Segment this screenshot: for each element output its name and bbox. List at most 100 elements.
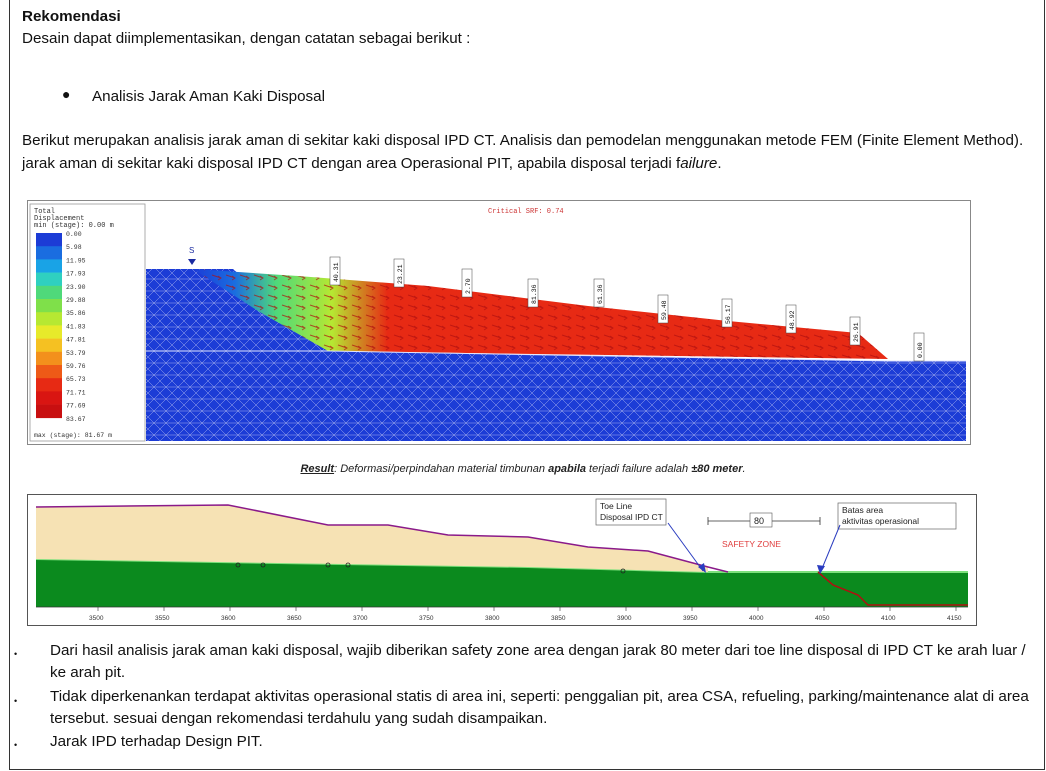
legend-value: 59.76 (66, 363, 86, 370)
displacement-label: 48.92 (785, 304, 797, 334)
legend-swatch (36, 391, 62, 405)
legend-swatch (36, 325, 62, 339)
legend-value: 53.79 (66, 350, 86, 357)
legend-value: 47.81 (66, 337, 86, 344)
legend-color-bar (36, 233, 62, 419)
legend-swatch (36, 338, 62, 353)
x-tick-label: 3600 (221, 615, 236, 622)
legend-value: 41.83 (66, 323, 86, 330)
displacement-label: 2.70 (461, 268, 473, 298)
description-paragraph: Berikut merupakan analisis jarak aman di… (22, 132, 1024, 172)
list-bullet-3: • (14, 740, 18, 750)
toe-line-label-2: Disposal IPD CT (600, 512, 663, 522)
x-tick-label: 3650 (287, 615, 302, 622)
displacement-label: 23.21 (393, 258, 405, 288)
svg-text:0.00: 0.00 (917, 342, 924, 358)
displacement-label: 59.48 (657, 294, 669, 324)
svg-text:61.36: 61.36 (597, 284, 604, 304)
displacement-labels: 40.31 23.21 2.70 81.36 61.36 59.48 56.17 48.92 2… (329, 256, 925, 362)
legend-title-1: Total (34, 208, 55, 216)
legend-swatch (36, 259, 62, 273)
legend-swatch (36, 285, 62, 300)
toe-line-pointer (667, 522, 704, 572)
legend-value: 71.71 (66, 389, 86, 396)
x-tick-label: 4100 (881, 615, 896, 622)
x-tick-label: 3700 (353, 615, 368, 622)
list-bullet-2: • (14, 696, 18, 706)
displacement-label: 81.36 (527, 278, 539, 308)
station-marker-icon (188, 259, 196, 265)
legend-swatch (36, 246, 62, 260)
displacement-label: 61.36 (593, 278, 605, 308)
batas-area-callout (837, 502, 957, 530)
legend-swatch (36, 233, 62, 247)
disposal-body (36, 505, 708, 572)
batas-label-2: aktivitas operasional (842, 516, 919, 526)
fem-displacement-figure: Total Displacement min (stage): 0.00 m 0… (27, 200, 971, 445)
legend-value: 11.95 (66, 257, 86, 264)
bullet-icon: ● (62, 86, 71, 102)
displacement-label: 56.17 (721, 298, 733, 328)
list-item-2: Tidak diperkenankan terdapat aktivitas o… (50, 688, 1029, 727)
legend-swatch (36, 351, 62, 366)
list-bullet-1: • (14, 649, 18, 659)
x-tick-label: 3950 (683, 615, 698, 622)
legend-swatch (36, 272, 62, 287)
heading: Rekomendasi (22, 8, 121, 25)
pit-design-line (817, 571, 968, 606)
x-tick-label: 3750 (419, 615, 434, 622)
legend-value: 77.69 (66, 403, 86, 410)
svg-text:2.70: 2.70 (465, 278, 472, 294)
legend-value: 29.88 (66, 297, 86, 304)
legend-value: 0.00 (66, 231, 82, 238)
x-tick-label: 4150 (947, 615, 962, 622)
intro-text: Desain dapat diimplementasikan, dengan c… (22, 30, 471, 47)
x-tick-label: 4000 (749, 615, 764, 622)
legend-value: 65.73 (66, 376, 86, 383)
bullet-analysis: Analisis Jarak Aman Kaki Disposal (92, 88, 325, 105)
legend-value: 23.90 (66, 284, 86, 291)
distance-value: 80 (754, 516, 764, 526)
legend-max: max (stage): 81.67 m (34, 432, 112, 439)
x-tick-label: 3900 (617, 615, 632, 622)
safety-zone-profile-figure: Toe Line Disposal IPD CT 80 SAFETY ZONE … (27, 494, 977, 626)
displacement-label: 40.31 (329, 256, 341, 286)
svg-text:59.48: 59.48 (661, 300, 668, 320)
legend-value: 5.98 (66, 244, 82, 251)
legend-title-2: Displacement (34, 215, 84, 223)
safety-zone-label: SAFETY ZONE (722, 539, 781, 549)
list-item-1: Dari hasil analisis jarak aman kaki disp… (50, 642, 1026, 681)
toe-line-callout (595, 498, 667, 526)
fem-plot: Total Displacement min (stage): 0.00 m 0… (29, 203, 966, 442)
svg-text:56.17: 56.17 (725, 304, 732, 324)
profile-x-axis: 3500 3550 3600 3650 3700 3750 3800 3850 3900 3950… (89, 607, 962, 622)
legend-value: 17.93 (66, 271, 86, 278)
toe-line-label-1: Toe Line (600, 501, 632, 511)
document-frame (9, 0, 1045, 770)
x-tick-label: 3800 (485, 615, 500, 622)
legend-values: 0.005.9811.9517.9323.9029.8835.8641.8347… (66, 231, 86, 423)
legend-swatch (36, 378, 62, 392)
legend-title-3: min (stage): 0.00 m (34, 222, 114, 230)
x-tick-label: 3850 (551, 615, 566, 622)
legend-value: 83.67 (66, 416, 86, 423)
displacement-label: 0.00 (913, 332, 925, 362)
x-tick-label: 4050 (815, 615, 830, 622)
station-marker: S (189, 246, 194, 255)
critical-srf-label: Critical SRF: 0.74 (488, 208, 564, 216)
x-tick-label: 3500 (89, 615, 104, 622)
svg-text:81.36: 81.36 (531, 284, 538, 304)
ground-layer (36, 559, 968, 607)
displacement-label: 26.91 (849, 316, 861, 346)
svg-text:40.31: 40.31 (333, 262, 340, 282)
disposal-profile-line (35, 504, 729, 573)
profile-plot: Toe Line Disposal IPD CT 80 SAFETY ZONE … (28, 495, 976, 625)
svg-text:23.21: 23.21 (397, 264, 404, 284)
svg-text:26.91: 26.91 (853, 322, 860, 342)
legend-swatch (36, 365, 62, 379)
legend-swatch (36, 312, 62, 326)
svg-text:48.92: 48.92 (789, 310, 796, 330)
result-caption: Result: Deformasi/perpindahan material t… (300, 463, 746, 475)
x-tick-label: 3550 (155, 615, 170, 622)
batas-pointer (820, 524, 841, 572)
